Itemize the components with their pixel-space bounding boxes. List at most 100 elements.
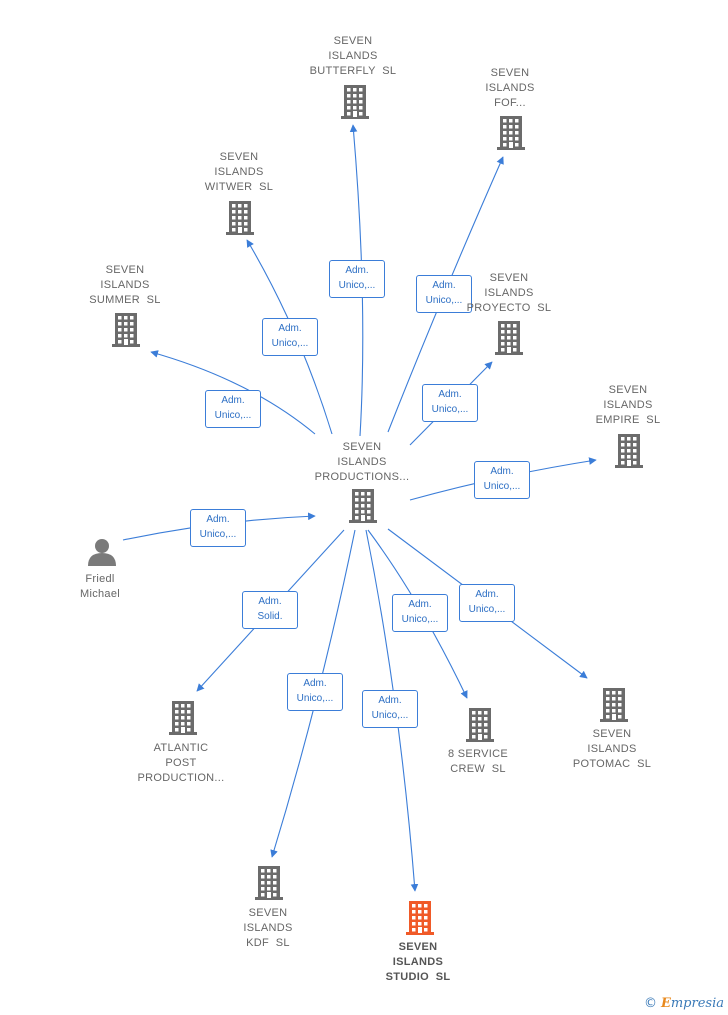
person-icon[interactable] <box>88 539 116 566</box>
node-label-line: ISLANDS <box>100 279 150 291</box>
edge-label-line: Adm. <box>490 466 514 477</box>
node-label-line: PROYECTO SL <box>466 302 552 314</box>
node-label-line: ISLANDS <box>485 82 535 94</box>
building-icon[interactable] <box>495 321 523 355</box>
node-label-line: WITWER SL <box>204 181 274 193</box>
edge-to-summer <box>150 350 316 435</box>
node-label-potomac[interactable]: SEVEN ISLANDS POTOMAC SL <box>547 727 677 772</box>
node-label-line: STUDIO SL <box>385 971 451 983</box>
building-icon[interactable] <box>349 489 377 523</box>
edge-label-line: Unico,... <box>483 481 521 492</box>
building-icon[interactable] <box>255 866 283 900</box>
node-label-witwer[interactable]: SEVEN ISLANDS WITWER SL <box>174 150 304 195</box>
node-label-line: KDF SL <box>246 937 290 949</box>
node-label-line: CREW SL <box>450 763 506 775</box>
node-label-line: ISLANDS <box>392 956 444 968</box>
node-label-line: ISLANDS <box>214 166 264 178</box>
edge-label-potomac[interactable]: Adm. Unico,... <box>459 584 515 622</box>
edge-label-line: Unico,... <box>199 529 237 540</box>
node-label-line: SEVEN <box>219 151 259 163</box>
node-label-studio[interactable]: SEVEN ISLANDS STUDIO SL <box>353 940 483 985</box>
edge-label-line: Unico,... <box>296 693 334 704</box>
edge-label-line: Adm. <box>303 678 327 689</box>
node-label-line: SEVEN <box>105 264 145 276</box>
brand-name: mpresia <box>670 996 724 1011</box>
node-label-center[interactable]: SEVEN ISLANDS PRODUCTIONS... <box>297 440 427 485</box>
node-label-line: SEVEN <box>490 67 530 79</box>
node-label-service[interactable]: 8 SERVICE CREW SL <box>413 747 543 777</box>
edge-label-butterfly[interactable]: Adm. Unico,... <box>329 260 385 298</box>
edge-label-empire[interactable]: Adm. Unico,... <box>474 461 530 499</box>
node-label-line: Friedl <box>85 573 115 585</box>
node-label-line: POTOMAC SL <box>572 758 652 770</box>
node-label-summer[interactable]: SEVEN ISLANDS SUMMER SL <box>60 263 190 308</box>
edge-label-line: Unico,... <box>431 404 469 415</box>
building-icon[interactable] <box>341 85 369 119</box>
edge-label-line: Unico,... <box>271 338 309 349</box>
node-label-line: SEVEN <box>248 907 288 919</box>
edge-label-line: Adm. <box>438 389 462 400</box>
node-label-line: SUMMER SL <box>89 294 161 306</box>
edge-label-line: Solid. <box>257 611 283 622</box>
edge-label-line: Adm. <box>221 395 245 406</box>
edge-label-line: Unico,... <box>338 280 376 291</box>
edge-label-line: Adm. <box>432 280 456 291</box>
edge-label-summer[interactable]: Adm. Unico,... <box>205 390 261 428</box>
node-label-line: ISLANDS <box>484 287 534 299</box>
edge-label-studio[interactable]: Adm. Unico,... <box>362 690 418 728</box>
edge-label-line: Adm. <box>258 596 282 607</box>
node-label-line: ISLANDS <box>587 743 637 755</box>
building-icon[interactable] <box>112 313 140 347</box>
node-label-kdf[interactable]: SEVEN ISLANDS KDF SL <box>203 906 333 951</box>
building-icon[interactable] <box>406 901 434 935</box>
building-icon[interactable] <box>466 708 494 742</box>
edge-label-proyecto[interactable]: Adm. Unico,... <box>422 384 478 422</box>
node-label-line: ISLANDS <box>328 50 378 62</box>
node-label-line: Michael <box>79 588 120 600</box>
building-icon[interactable] <box>615 434 643 468</box>
copyright-symbol: © <box>643 996 657 1011</box>
edge-label-line: Adm. <box>278 323 302 334</box>
edge-label-witwer[interactable]: Adm. Unico,... <box>262 318 318 356</box>
edge-label-line: Adm. <box>345 265 369 276</box>
node-label-line: PRODUCTION... <box>137 772 225 784</box>
edge-label-line: Adm. <box>206 514 230 525</box>
node-label-line: EMPIRE SL <box>595 414 661 426</box>
node-label-line: FOF... <box>494 97 526 109</box>
building-icon[interactable] <box>497 116 525 150</box>
node-label-fof[interactable]: SEVEN ISLANDS FOF... <box>445 66 575 111</box>
edge-label-line: Adm. <box>475 589 499 600</box>
node-label-line: SEVEN <box>333 35 373 47</box>
edge-label-service[interactable]: Adm.Unico,... <box>392 594 448 632</box>
edge-label-fof[interactable]: Adm. Unico,... <box>416 275 472 313</box>
empresia-copyright: ©Empresia <box>644 996 724 1011</box>
node-label-line: SEVEN <box>489 272 529 284</box>
edge-label-line: Adm. <box>408 599 432 610</box>
edge-label-line: Unico,... <box>425 295 463 306</box>
node-label-line: SEVEN <box>342 441 382 453</box>
node-label-line: SEVEN <box>398 941 438 953</box>
edge-label-friedl[interactable]: Adm. Unico,... <box>190 509 246 547</box>
node-label-line: 8 SERVICE <box>448 748 508 760</box>
node-label-line: POST <box>165 757 197 769</box>
edge-label-atlantic[interactable]: Adm. Solid. <box>242 591 298 629</box>
node-label-line: ISLANDS <box>603 399 653 411</box>
node-label-line: PRODUCTIONS... <box>314 471 410 483</box>
building-icon[interactable] <box>600 688 628 722</box>
edge-label-line: Unico,... <box>468 604 506 615</box>
edge-label-kdf[interactable]: Adm. Unico,... <box>287 673 343 711</box>
node-label-line: ISLANDS <box>337 456 387 468</box>
node-label-proyecto[interactable]: SEVEN ISLANDS PROYECTO SL <box>444 271 574 316</box>
edge-label-line: Adm. <box>378 695 402 706</box>
edge-label-line: Unico,... <box>214 410 252 421</box>
building-icon[interactable] <box>169 701 197 735</box>
building-icon[interactable] <box>226 201 254 235</box>
node-label-line: ISLANDS <box>243 922 293 934</box>
node-label-line: SEVEN <box>592 728 632 740</box>
edge-label-line: Unico,... <box>371 710 409 721</box>
